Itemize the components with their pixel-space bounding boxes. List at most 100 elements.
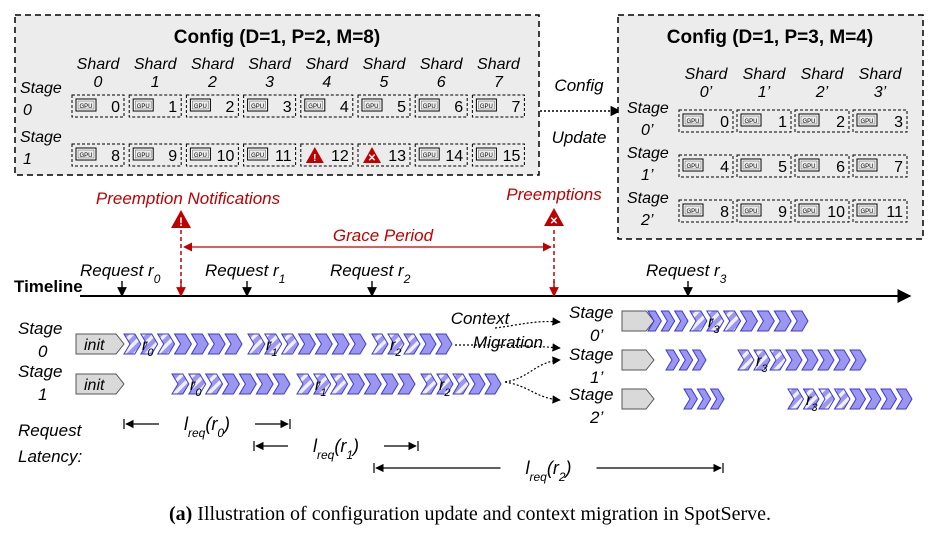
svg-text:GPU: GPU [423,153,436,159]
gpu-cell: ✕13 [357,143,411,167]
bar-label: r3 [708,314,720,336]
gpu-icon: GPU [682,158,704,172]
lane-stage-index: 2’ [589,408,603,427]
gpu-id: 10 [827,204,845,221]
svg-text:!: ! [313,153,316,164]
request-bar: r3 [689,310,809,336]
gpu-icon: GPU [132,98,154,112]
init-block: init [75,373,125,395]
gpu-id: 4 [340,99,349,116]
gpu-cell: !12 [300,143,354,167]
request-bar: r1 [296,373,416,399]
init-block [621,388,655,410]
svg-text:GPU: GPU [802,209,815,215]
shard-label: Shard [801,66,845,83]
shard-label: Shard [134,56,178,73]
right-config-title: Config (D=1, P=3, M=4) [667,27,873,48]
stage-label: Stage [627,190,669,207]
lane-stage-label: Stage [18,362,62,381]
right-config-panel: Config (D=1, P=3, M=4) Shard0’Shard1’Sha… [617,14,924,240]
init-label: init [84,377,105,394]
gpu-id: 5 [397,99,406,116]
shard-index: 3’ [874,84,887,101]
bar-label: r2 [439,377,450,399]
gpu-id: 11 [275,148,292,165]
migration-arrows [454,317,561,404]
shard-index: 4 [322,74,331,91]
svg-text:GPU: GPU [686,119,699,125]
request-bar [665,349,707,371]
init-block: init [75,333,125,355]
bar-label: r1 [266,337,277,359]
gpu-id: 13 [388,148,406,165]
request-label: Request r0 [80,261,161,286]
shard-index: 5 [380,74,389,91]
shard-label: Shard [363,56,407,73]
request-latency-label-1: Request [18,421,83,440]
gpu-id: 15 [503,148,521,165]
shard-label: Shard [859,66,903,83]
request-latency-label-2: Latency: [18,447,83,466]
svg-text:GPU: GPU [79,153,92,159]
request-latency: Request Latency: lreq(r0)lreq(r1)lreq(r2… [18,414,724,484]
gpu-id: 8 [720,204,729,221]
gpu-id: 0 [111,99,120,116]
svg-text:GPU: GPU [744,209,757,215]
lane-stage-index: 0 [38,342,48,361]
gpu-cell: GPU 11 [243,143,297,167]
svg-text:GPU: GPU [686,164,699,170]
shard-index: 1 [151,74,160,91]
gpu-icon: GPU [798,158,820,172]
gpu-icon: GPU [856,158,878,172]
gpu-icon: GPU [475,98,497,112]
gpu-icon: GPU [304,98,326,112]
shard-index: 2’ [815,84,829,101]
lane-stage-label: Stage [569,385,613,404]
svg-text:GPU: GPU [365,104,378,110]
shard-label: Shard [420,56,464,73]
svg-text:✕: ✕ [550,216,558,227]
svg-text:GPU: GPU [802,119,815,125]
stage-index: 0 [23,102,32,119]
lane-stage-label: Stage [569,303,613,322]
latency-span: lreq(r0) [123,414,291,440]
shard-label: Shard [305,56,349,73]
gpu-icon: GPU [740,203,762,217]
bar-label: r1 [315,377,326,399]
gpu-icon: GPU [418,98,440,112]
gpu-cell: GPU 0 [71,94,125,118]
gpu-icon: GPU [247,98,269,112]
lane-stage-index: 1 [38,385,47,404]
gpu-icon: GPU [740,113,762,127]
gpu-id: 14 [445,148,463,165]
figure-caption: (a) Illustration of configuration update… [0,503,940,526]
lane-stage-label: Stage [569,345,613,364]
stage-label: Stage [627,100,669,117]
bar-label: r2 [390,337,401,359]
gpu-icon: GPU [798,203,820,217]
svg-text:GPU: GPU [251,153,264,159]
gpu-icon: GPU [475,147,497,161]
gpu-id: 8 [111,148,120,165]
latency-label: lreq(r0) [184,414,230,440]
preemption-notifications-label: Preemption Notifications [96,189,281,208]
shard-index: 1’ [758,84,771,101]
gpu-icon: GPU [189,98,211,112]
gpu-icon: GPU [75,98,97,112]
bar-label: r0 [190,377,202,399]
init-label: init [84,337,105,354]
stage-label: Stage [20,129,62,146]
request-bar: r2 [371,333,453,359]
left-shard-headers: Shard0Shard1Shard2Shard3Shard4Shard5Shar… [77,56,521,91]
svg-text:GPU: GPU [308,104,321,110]
shard-label: Shard [743,66,787,83]
